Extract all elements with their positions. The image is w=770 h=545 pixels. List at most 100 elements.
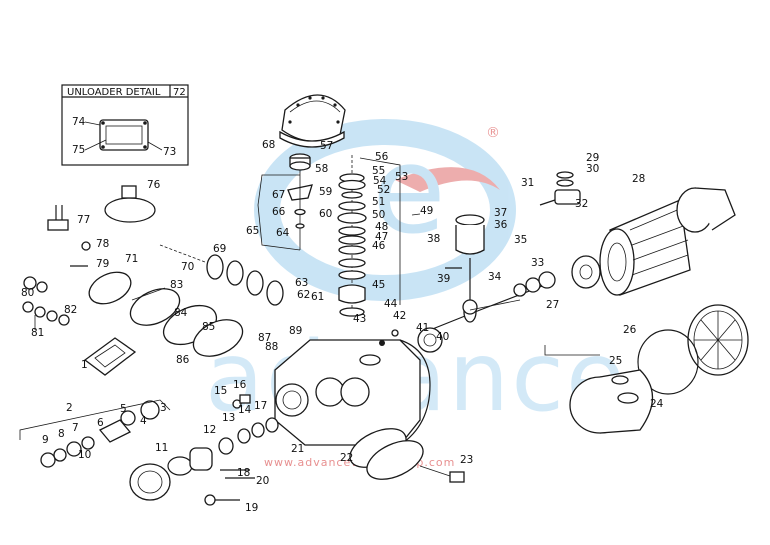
callout-81: 81 bbox=[31, 327, 44, 339]
callout-6: 6 bbox=[97, 417, 104, 429]
callout-31: 31 bbox=[521, 177, 534, 189]
callout-37: 37 bbox=[494, 207, 507, 219]
callout-24: 24 bbox=[650, 398, 664, 410]
callout-83: 83 bbox=[170, 279, 183, 291]
callout-36: 36 bbox=[494, 219, 508, 231]
unloader-part-73: 73 bbox=[163, 146, 176, 158]
callout-58: 58 bbox=[315, 163, 328, 175]
bearing-cover-11 bbox=[129, 456, 193, 501]
housing-gasket-22 bbox=[349, 428, 424, 480]
callout-42: 42 bbox=[393, 310, 406, 322]
callout-26: 26 bbox=[623, 324, 637, 336]
callout-67: 67 bbox=[272, 189, 285, 201]
callout-14: 14 bbox=[238, 404, 252, 416]
motor-bell-housing bbox=[569, 369, 653, 434]
callout-18: 18 bbox=[237, 467, 250, 479]
piston-ring-stack bbox=[337, 155, 401, 317]
unloader-part-75: 75 bbox=[72, 144, 85, 156]
callout-22: 22 bbox=[340, 452, 353, 464]
bearing-head-cover-1 bbox=[83, 337, 137, 376]
callout-62: 62 bbox=[297, 289, 310, 301]
callout-32: 32 bbox=[575, 198, 588, 210]
unloader-detail-title: UNLOADER DETAIL bbox=[67, 87, 161, 98]
callout-79: 79 bbox=[96, 258, 109, 270]
callout-20: 20 bbox=[256, 475, 269, 487]
callout-84: 84 bbox=[174, 307, 188, 319]
callout-50: 50 bbox=[372, 209, 385, 221]
callout-68: 68 bbox=[262, 139, 275, 151]
watermark-logo: e bbox=[254, 119, 516, 301]
callout-4: 4 bbox=[140, 415, 147, 427]
unloader-detail-box: UNLOADER DETAIL 72 74 75 73 bbox=[61, 84, 189, 166]
bearing-12 bbox=[189, 417, 279, 471]
callout-63: 63 bbox=[295, 277, 308, 289]
callout-38: 38 bbox=[427, 233, 440, 245]
motor-rotor-28 bbox=[571, 255, 601, 289]
callout-65: 65 bbox=[246, 225, 259, 237]
callout-28: 28 bbox=[632, 173, 645, 185]
callout-17: 17 bbox=[254, 400, 267, 412]
callout-85: 85 bbox=[202, 321, 215, 333]
callout-55: 55 bbox=[372, 165, 385, 177]
callout-66: 66 bbox=[272, 206, 286, 218]
callout-56: 56 bbox=[375, 151, 389, 163]
callout-21: 21 bbox=[291, 443, 304, 455]
callout-30: 30 bbox=[586, 163, 599, 175]
callout-64: 64 bbox=[276, 227, 290, 239]
shaft-seal-assembly-2 bbox=[19, 399, 171, 468]
callout-5: 5 bbox=[120, 403, 127, 415]
valve-plate-69 bbox=[159, 244, 284, 306]
callout-57: 57 bbox=[320, 140, 333, 152]
callout-45: 45 bbox=[372, 279, 385, 291]
callout-9: 9 bbox=[42, 434, 49, 446]
callout-54: 54 bbox=[373, 175, 387, 187]
callout-43: 43 bbox=[353, 313, 366, 325]
head-gasket bbox=[279, 130, 345, 148]
crankcase-body bbox=[274, 329, 431, 446]
rings-80-82 bbox=[22, 276, 70, 330]
cylinder-head-cover bbox=[279, 94, 346, 148]
callout-59: 59 bbox=[319, 186, 332, 198]
callout-33: 33 bbox=[531, 257, 544, 269]
motor-end-cover bbox=[687, 304, 749, 376]
end-cover-gasket-26 bbox=[637, 329, 699, 395]
unloader-plate bbox=[99, 119, 149, 151]
callout-13: 13 bbox=[222, 412, 235, 424]
callout-77: 77 bbox=[77, 214, 90, 226]
registered-mark: ® bbox=[486, 125, 500, 141]
motor-stator-28 bbox=[599, 187, 736, 296]
callout-86: 86 bbox=[176, 354, 190, 366]
callout-27: 27 bbox=[546, 299, 559, 311]
callout-25: 25 bbox=[609, 355, 622, 367]
piston-connecting-rod bbox=[445, 214, 485, 315]
callout-87: 87 bbox=[258, 332, 271, 344]
terminal-box-23 bbox=[419, 465, 465, 483]
callout-8: 8 bbox=[58, 428, 65, 440]
callout-34: 34 bbox=[488, 271, 502, 283]
callout-80: 80 bbox=[21, 287, 34, 299]
oil-filter-wire-76 bbox=[104, 185, 156, 223]
callout-71: 71 bbox=[125, 253, 138, 265]
unloader-detail-ref: 72 bbox=[173, 87, 186, 98]
callout-41: 41 bbox=[416, 322, 429, 334]
thrust-washers-27-33 bbox=[513, 271, 556, 297]
callout-2: 2 bbox=[66, 402, 73, 414]
watermark-letter: e bbox=[372, 122, 446, 261]
callout-29: 29 bbox=[586, 152, 599, 164]
fitting-15-16 bbox=[232, 394, 251, 409]
callout-15: 15 bbox=[214, 385, 227, 397]
valve-assembly-left bbox=[257, 153, 313, 251]
callout-19: 19 bbox=[245, 502, 258, 514]
callout-51: 51 bbox=[372, 196, 385, 208]
callout-40: 40 bbox=[436, 331, 449, 343]
callout-53: 53 bbox=[395, 171, 408, 183]
fitting-78-79 bbox=[70, 241, 91, 267]
suction-valve-29-32 bbox=[539, 171, 581, 206]
callout-78: 78 bbox=[96, 238, 109, 250]
callout-82: 82 bbox=[64, 304, 77, 316]
callout-49: 49 bbox=[420, 205, 433, 217]
callout-69: 69 bbox=[213, 243, 226, 255]
